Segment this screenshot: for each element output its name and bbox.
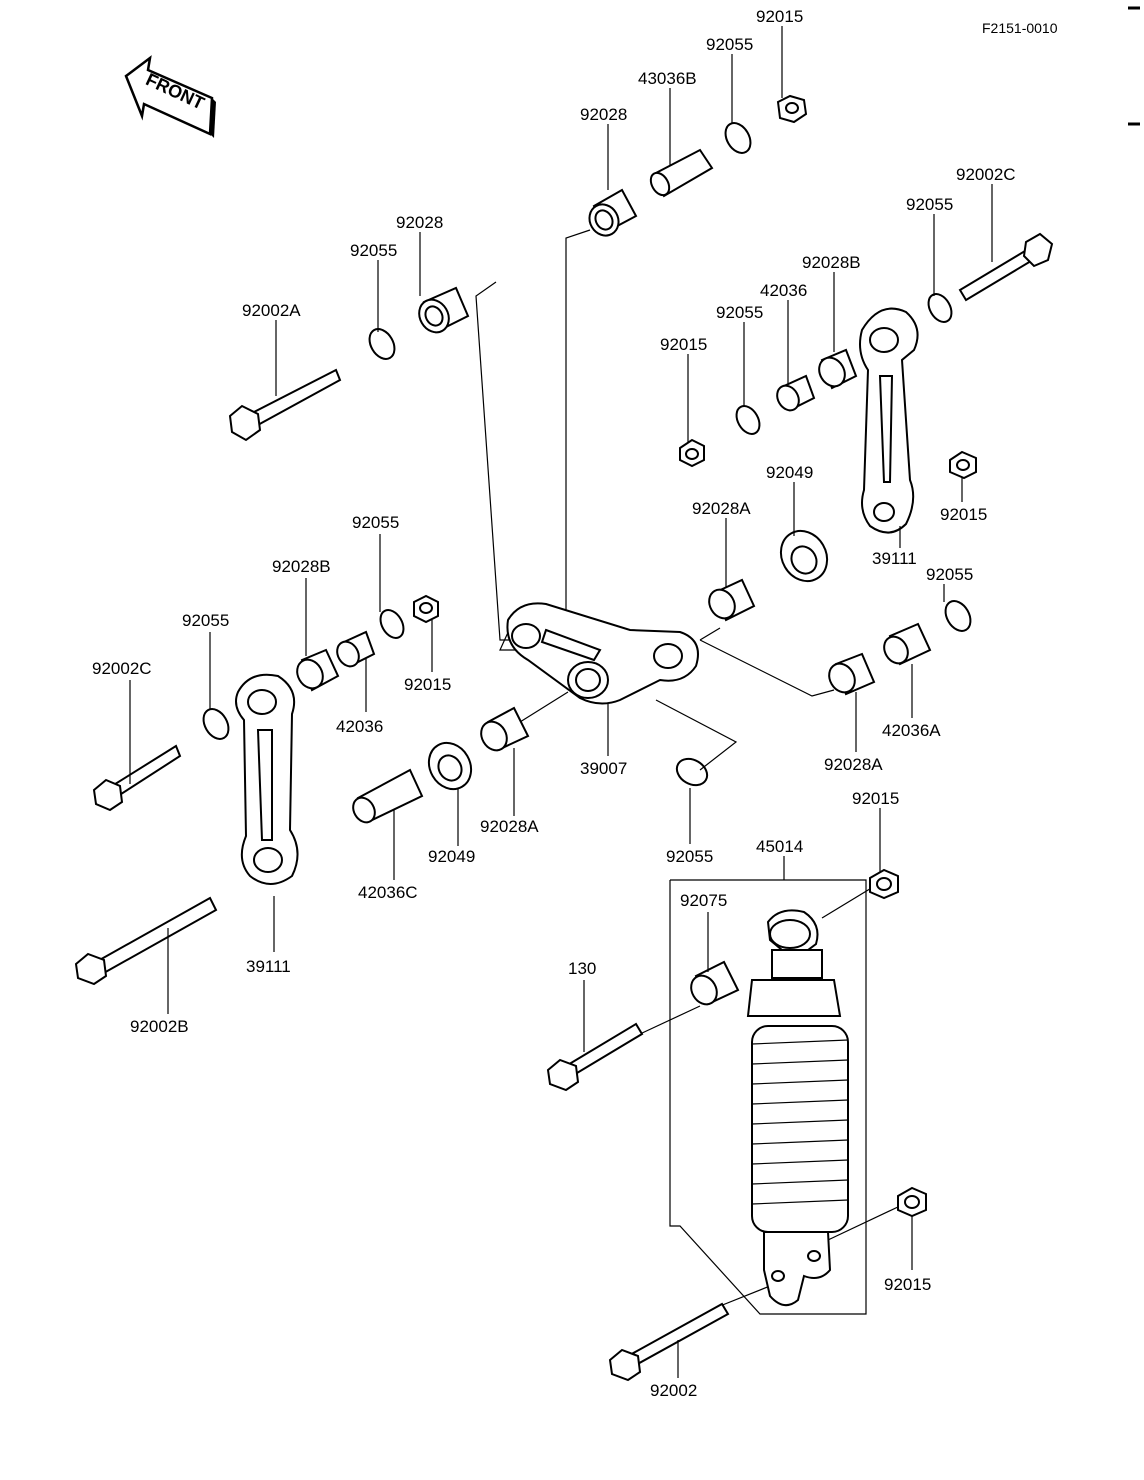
- label-92049-left: 92049: [428, 847, 475, 866]
- diagram-code: F2151-0010: [982, 20, 1058, 36]
- bolt-92002B-icon: [74, 896, 218, 986]
- label-92055-mid: 92055: [716, 303, 763, 322]
- label-42036-right: 42036: [760, 281, 807, 300]
- nut-92015-right-icon: [949, 450, 977, 480]
- seal-92049-left-icon: [427, 741, 473, 791]
- label-43036B: 43036B: [638, 69, 697, 88]
- bushing-92075-icon: [690, 960, 740, 1006]
- washer-92055-right2-icon: [944, 600, 972, 632]
- washer-92055-left2-icon: [379, 609, 405, 639]
- seal-92049-right-icon: [779, 529, 829, 583]
- label-92028B-right: 92028B: [802, 253, 861, 272]
- bushing-92028A-mid-icon: [480, 706, 530, 752]
- sleeve-42036A-icon: [883, 622, 932, 666]
- sleeve-42036C-icon: [352, 768, 424, 824]
- rocker-arm-39007-icon: [506, 602, 699, 705]
- label-92075: 92075: [680, 891, 727, 910]
- sleeve-43036B-icon: [649, 148, 714, 198]
- label-92015-shock-bottom: 92015: [884, 1275, 931, 1294]
- link-39111-right-icon: [859, 307, 919, 534]
- label-39007: 39007: [580, 759, 627, 778]
- label-92055-right2: 92055: [926, 565, 973, 584]
- nut-92015-top-icon: [776, 94, 808, 124]
- sleeve-42036-left-icon: [336, 630, 376, 668]
- washer-92055-mid-icon: [735, 405, 761, 435]
- label-92055-left: 92055: [350, 241, 397, 260]
- label-92015-top: 92015: [756, 7, 803, 26]
- bolt-92002-icon: [608, 1302, 730, 1382]
- label-92049-right: 92049: [766, 463, 813, 482]
- label-92015-right: 92015: [940, 505, 987, 524]
- label-92015-left: 92015: [404, 675, 451, 694]
- sleeve-42036-right-icon: [776, 374, 816, 412]
- bolt-92002C-left-icon: [92, 744, 182, 812]
- label-leaders: [129, 26, 993, 1378]
- label-92028-top: 92028: [580, 105, 627, 124]
- label-42036A: 42036A: [882, 721, 941, 740]
- washer-92055-leftlink-icon: [202, 708, 230, 740]
- bushing-92028A-right-icon: [828, 652, 876, 696]
- washer-92055-left-icon: [368, 328, 396, 360]
- label-92055-leftlink: 92055: [182, 611, 229, 630]
- label-92055-right: 92055: [906, 195, 953, 214]
- washer-92055-top-icon: [724, 122, 752, 154]
- assembly-lines: [475, 229, 901, 1315]
- label-42036C: 42036C: [358, 883, 418, 902]
- label-92015-shock-top: 92015: [852, 789, 899, 808]
- bushing-92028-top-icon: [588, 188, 638, 237]
- nut-92015-mid-icon: [679, 438, 705, 468]
- bushing-92028B-left-icon: [296, 648, 340, 692]
- label-92028-left: 92028: [396, 213, 443, 232]
- label-42036-left: 42036: [336, 717, 383, 736]
- bolt-92002A-icon: [228, 368, 342, 442]
- front-arrow-icon: FRONT: [124, 55, 216, 138]
- label-92002B: 92002B: [130, 1017, 189, 1036]
- label-92028A-mid: 92028A: [480, 817, 539, 836]
- label-92002: 92002: [650, 1381, 697, 1400]
- bolt-92002C-right-icon: [958, 232, 1054, 302]
- label-39111-right: 39111: [872, 549, 917, 568]
- label-92055-left2: 92055: [352, 513, 399, 532]
- label-92002A: 92002A: [242, 301, 301, 320]
- link-39111-left-icon: [235, 673, 299, 885]
- label-92055-center: 92055: [666, 847, 713, 866]
- label-92028A-upper: 92028A: [692, 499, 751, 518]
- label-45014: 45014: [756, 837, 803, 856]
- label-92002C-right: 92002C: [956, 165, 1016, 184]
- label-130: 130: [568, 959, 596, 978]
- washer-92055-center-icon: [675, 757, 709, 787]
- bushing-92028A-upper-icon: [708, 578, 756, 622]
- shock-absorber-45014-icon: [746, 909, 849, 1307]
- shock-spring: [751, 1025, 849, 1233]
- label-39111-left: 39111: [246, 957, 291, 976]
- label-92028A-right: 92028A: [824, 755, 883, 774]
- label-92028B-left: 92028B: [272, 557, 331, 576]
- nut-92015-shock-top-icon: [869, 868, 899, 900]
- washer-92055-right-icon: [927, 293, 953, 323]
- label-92015-mid: 92015: [660, 335, 707, 354]
- label-92002C-left: 92002C: [92, 659, 152, 678]
- label-92055-top: 92055: [706, 35, 753, 54]
- bushing-92028B-right-icon: [818, 348, 858, 390]
- nut-92015-left-icon: [413, 594, 439, 624]
- bolt-130-icon: [546, 1022, 644, 1092]
- nut-92015-shock-bottom-icon: [897, 1186, 927, 1218]
- bushing-92028-left-icon: [418, 286, 470, 334]
